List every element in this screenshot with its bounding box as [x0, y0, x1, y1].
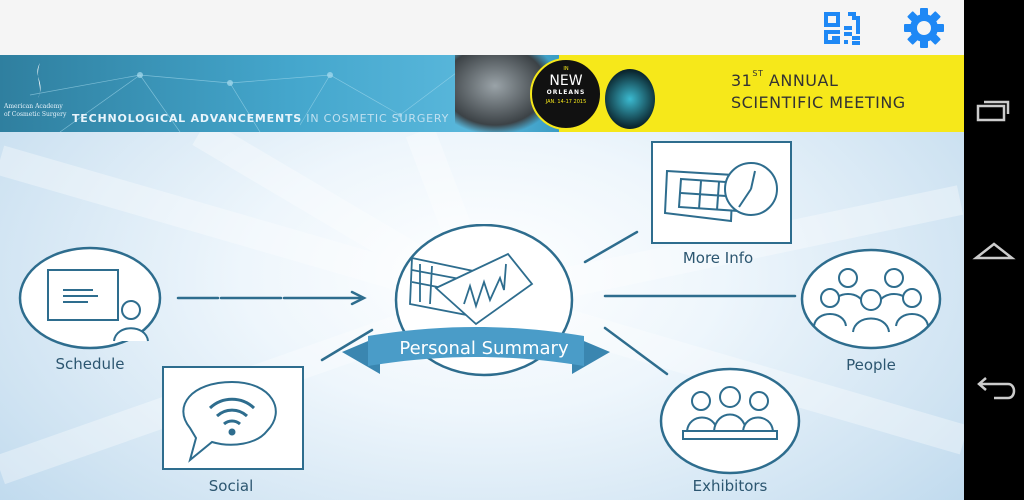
personal-summary-label[interactable]: Personal Summary: [399, 338, 569, 359]
presentation-icon: [18, 246, 162, 350]
back-icon[interactable]: [964, 358, 1024, 418]
location-badge: IN NEW ORLEANS JAN. 14-17 2015: [530, 58, 602, 130]
gear-icon[interactable]: [902, 6, 946, 50]
schedule-label[interactable]: Schedule: [55, 355, 125, 373]
navigation-bar: [964, 0, 1024, 500]
network-pattern: [29, 63, 461, 132]
social-label[interactable]: Social: [208, 477, 254, 495]
menu-item-personal-summary[interactable]: [340, 223, 612, 384]
menu-item-people[interactable]: [800, 248, 942, 350]
wifi-speech-icon: [162, 366, 304, 470]
app-screen: American Academy of Cosmetic Surgery TEC…: [0, 0, 964, 500]
people-group-icon: [800, 248, 942, 350]
connector-lines: [176, 230, 797, 376]
menu-item-social[interactable]: [162, 366, 304, 470]
meeting-title: 31ST ANNUAL SCIENTIFIC MEETING: [731, 69, 906, 113]
exhibitors-label[interactable]: Exhibitors: [692, 477, 768, 495]
exhibitors-icon: [659, 367, 801, 475]
action-bar: [0, 0, 964, 55]
menu-item-exhibitors[interactable]: [659, 367, 801, 475]
location-city: ORLEANS: [546, 89, 586, 96]
conference-banner: American Academy of Cosmetic Surgery TEC…: [0, 55, 964, 132]
recent-apps-icon[interactable]: [964, 80, 1024, 140]
banner-tagline: TECHNOLOGICAL ADVANCEMENTS IN COSMETIC S…: [72, 112, 450, 125]
summary-chart-icon: [342, 223, 610, 377]
location-new: NEW: [549, 73, 583, 89]
qr-code-icon[interactable]: [820, 6, 864, 50]
calendar-clock-icon: [651, 141, 792, 244]
academy-logo: [37, 63, 41, 98]
more-info-label[interactable]: More Info: [682, 249, 754, 267]
people-label[interactable]: People: [846, 356, 896, 374]
menu-item-schedule[interactable]: [18, 246, 163, 351]
home-icon[interactable]: [964, 220, 1024, 280]
location-in: IN: [563, 66, 569, 72]
org-name: American Academy of Cosmetic Surgery: [4, 103, 67, 118]
event-dates: JAN. 14-17 2015: [545, 99, 587, 105]
menu-item-more-info[interactable]: [651, 141, 792, 244]
ribbon-banner: [368, 327, 584, 366]
banner-photo-circle: [605, 69, 655, 129]
